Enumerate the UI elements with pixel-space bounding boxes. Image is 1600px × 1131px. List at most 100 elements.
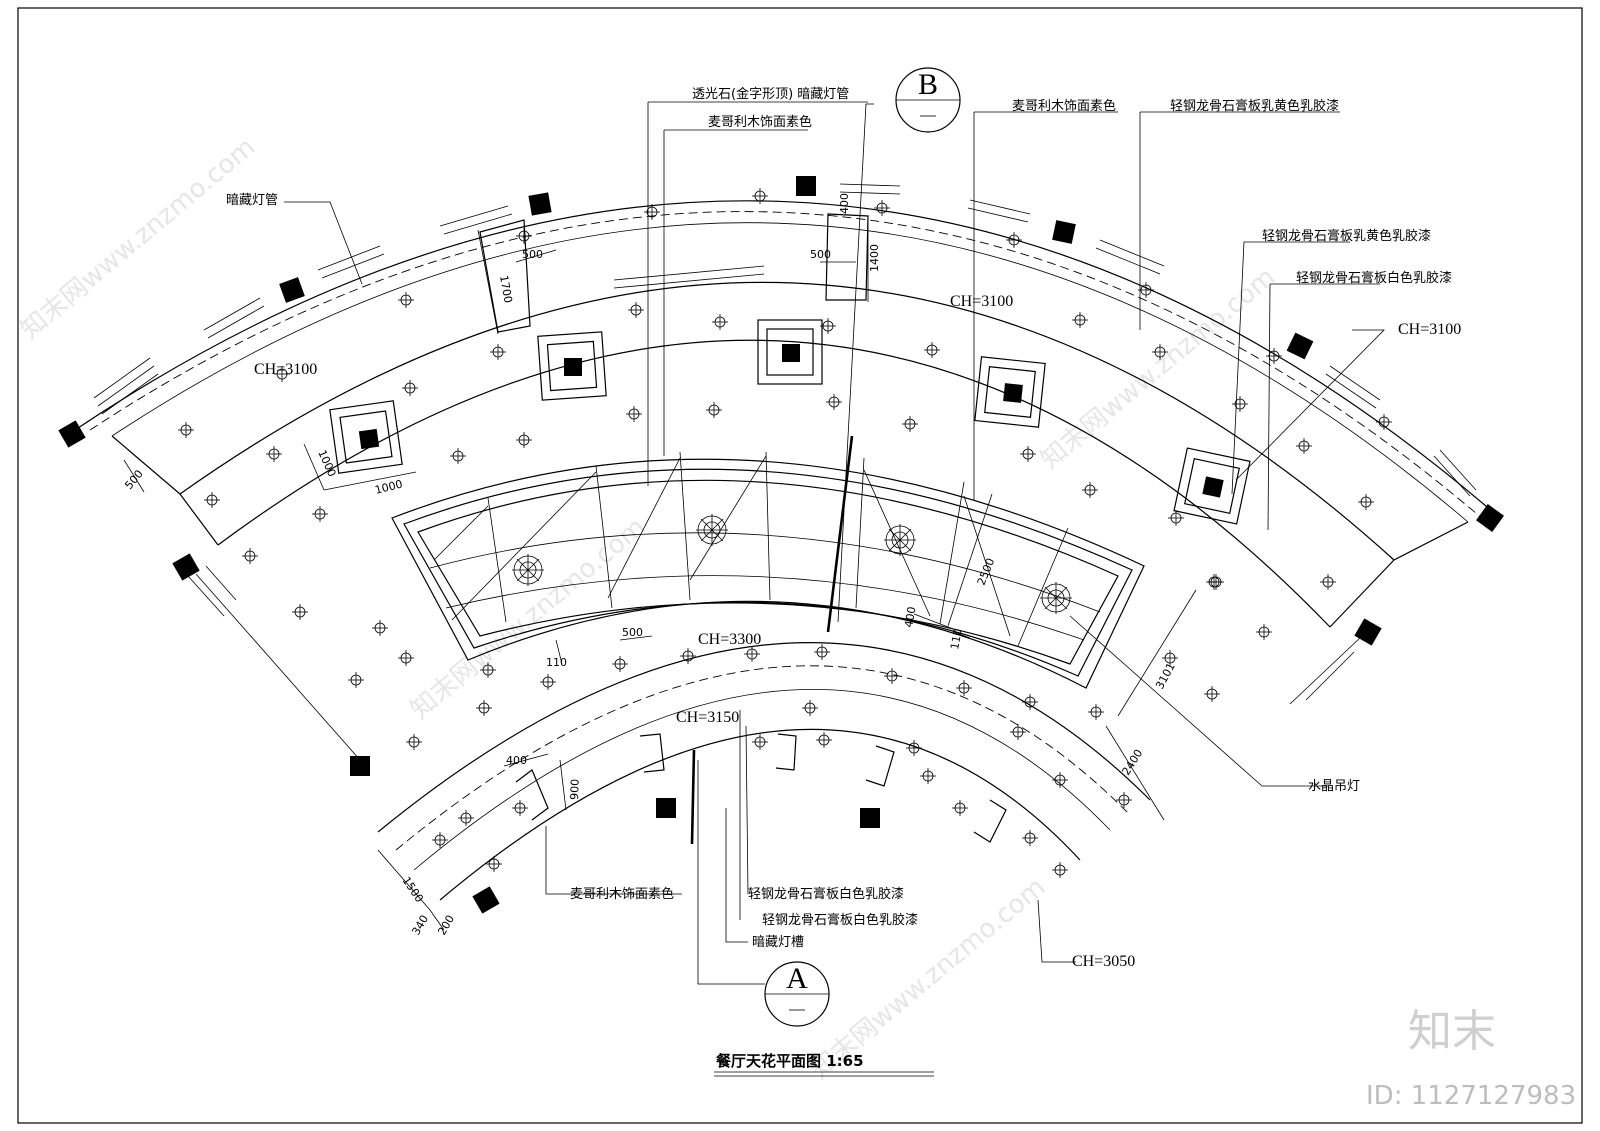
downlight-symbol [1206, 574, 1222, 590]
downlight-symbol [1168, 510, 1184, 526]
downlight-symbol [490, 344, 506, 360]
dimension-texts: 500 1700 500 400 1400 1000 1000 500 110 … [122, 193, 1177, 938]
downlight-symbol [480, 662, 496, 678]
label-crystal-chandelier: 水晶吊灯 [1308, 779, 1360, 794]
downlight-symbol [398, 292, 414, 308]
downlight-symbol [920, 768, 936, 784]
corner-watermark: 知末 ID: 1127127983 [1366, 1006, 1576, 1111]
label-gypsum-cream-1: 轻钢龙骨石膏板乳黄色乳胶漆 [1170, 98, 1339, 114]
downlight-symbol [432, 832, 448, 848]
downlight-symbol [458, 810, 474, 826]
label-gypsum-white-1: 轻钢龙骨石膏板白色乳胶漆 [1296, 270, 1452, 286]
label-wood-veneer-3: 麦哥利木饰面素色 [570, 886, 674, 902]
downlight-symbol [826, 394, 842, 410]
section-a-label: A [786, 962, 808, 995]
downlight-symbol [1204, 686, 1220, 702]
downlight-symbol [274, 366, 290, 382]
dimension-text: 200 [435, 913, 457, 938]
watermark-site-text: 知末网www.znzmo.com [15, 132, 261, 345]
label-gypsum-cream-2: 轻钢龙骨石膏板乳黄色乳胶漆 [1262, 228, 1431, 244]
label-hidden-light-tube: 暗藏灯管 [226, 193, 278, 208]
label-wood-veneer-2: 麦哥利木饰面素色 [1012, 98, 1116, 114]
downlight-symbol [1022, 830, 1038, 846]
downlight-symbol [348, 672, 364, 688]
downlight-symbol [1232, 396, 1248, 412]
section-marker-a: A [697, 760, 830, 1027]
dimension-text: 400 [902, 606, 918, 629]
downlight-symbol [626, 406, 642, 422]
downlight-symbol [204, 492, 220, 508]
ceiling-height-far-right: CH=3100 [1398, 321, 1461, 338]
label-wood-veneer-1: 麦哥利木饰面素色 [708, 114, 812, 130]
downlight-symbol [450, 448, 466, 464]
downlight-symbol [1052, 772, 1068, 788]
downlight-symbol [292, 604, 308, 620]
downlight-symbol [1376, 414, 1392, 430]
downlight-symbol [712, 314, 728, 330]
ceiling-height-right: CH=3100 [950, 293, 1013, 310]
dimension-text: 900 [568, 779, 582, 800]
downlight-symbol [1020, 446, 1036, 462]
dimension-text: 340 [409, 913, 431, 938]
downlight-symbol [952, 800, 968, 816]
downlight-symbol [744, 646, 760, 662]
label-gypsum-white-2: 轻钢龙骨石膏板白色乳胶漆 [748, 886, 904, 902]
dimension-text: 400 [838, 193, 851, 214]
chandelier-symbol [884, 524, 916, 556]
recessed-boxes [329, 213, 1251, 525]
chandelier-symbol [512, 554, 544, 586]
outer-ceiling-band [71, 200, 1501, 561]
dimension-text: 1400 [868, 244, 881, 272]
dimension-text: 500 [122, 467, 145, 491]
drawing-title-block: 餐厅天花平面图 1:65 [714, 1052, 934, 1077]
downlight-symbol [874, 200, 890, 216]
watermark-site-text: 知末网www.znzmo.com [405, 512, 651, 725]
downlight-symbol [1006, 232, 1022, 248]
dimension-text: 500 [622, 626, 643, 639]
watermark-logo: 知末 [1408, 1006, 1496, 1057]
ceiling-height-center: CH=3300 [698, 631, 761, 648]
dimension-text: 500 [522, 248, 543, 261]
downlight-symbol [1088, 704, 1104, 720]
leader-lines [284, 101, 1385, 963]
annotation-labels: 透光石(金字形顶) 暗藏灯管 麦哥利木饰面素色 麦哥利木饰面素色 轻钢龙骨石膏板… [226, 86, 1452, 950]
downlight-symbol [680, 648, 696, 664]
dimension-lines [123, 216, 1197, 931]
dimension-text: 110 [546, 656, 567, 669]
central-ceiling-field [179, 339, 1395, 628]
downlight-symbol [1116, 792, 1132, 808]
downlight-symbol [516, 228, 532, 244]
downlight-symbol [398, 650, 414, 666]
downlight-symbol [1152, 344, 1168, 360]
column-markers [58, 176, 1504, 914]
downlight-symbol [516, 432, 532, 448]
downlight-symbol [706, 402, 722, 418]
sheet-border [17, 7, 1583, 1124]
downlight-symbol [1256, 624, 1272, 640]
lower-ceiling-band [377, 642, 1151, 901]
downlight-symbol [902, 416, 918, 432]
dimension-text: 400 [506, 754, 527, 767]
label-hidden-light-slot: 暗藏灯槽 [752, 935, 804, 950]
downlight-symbol [956, 680, 972, 696]
dimension-text: 2500 [975, 556, 998, 587]
ceiling-height-bottom: CH=3050 [1072, 953, 1135, 970]
downlight-symbol [884, 668, 900, 684]
downlight-symbol [612, 656, 628, 672]
downlight-symbol [820, 318, 836, 334]
drawing-title: 餐厅天花平面图 1:65 [716, 1052, 864, 1070]
lower-band-notches [515, 733, 1007, 845]
downlight-symbol [906, 740, 922, 756]
downlight-symbol [406, 734, 422, 750]
downlight-symbol [802, 700, 818, 716]
dimension-text: 1000 [315, 448, 338, 479]
downlight-symbol [1320, 574, 1336, 590]
section-b-label: B [918, 68, 938, 101]
downlight-symbol [924, 342, 940, 358]
downlight-symbol [486, 856, 502, 872]
watermark-site-text: 知末网www.znzmo.com [1035, 262, 1281, 475]
hatch-strips [93, 183, 1477, 497]
dimension-text: 1700 [497, 274, 515, 304]
downlights [178, 188, 1392, 878]
